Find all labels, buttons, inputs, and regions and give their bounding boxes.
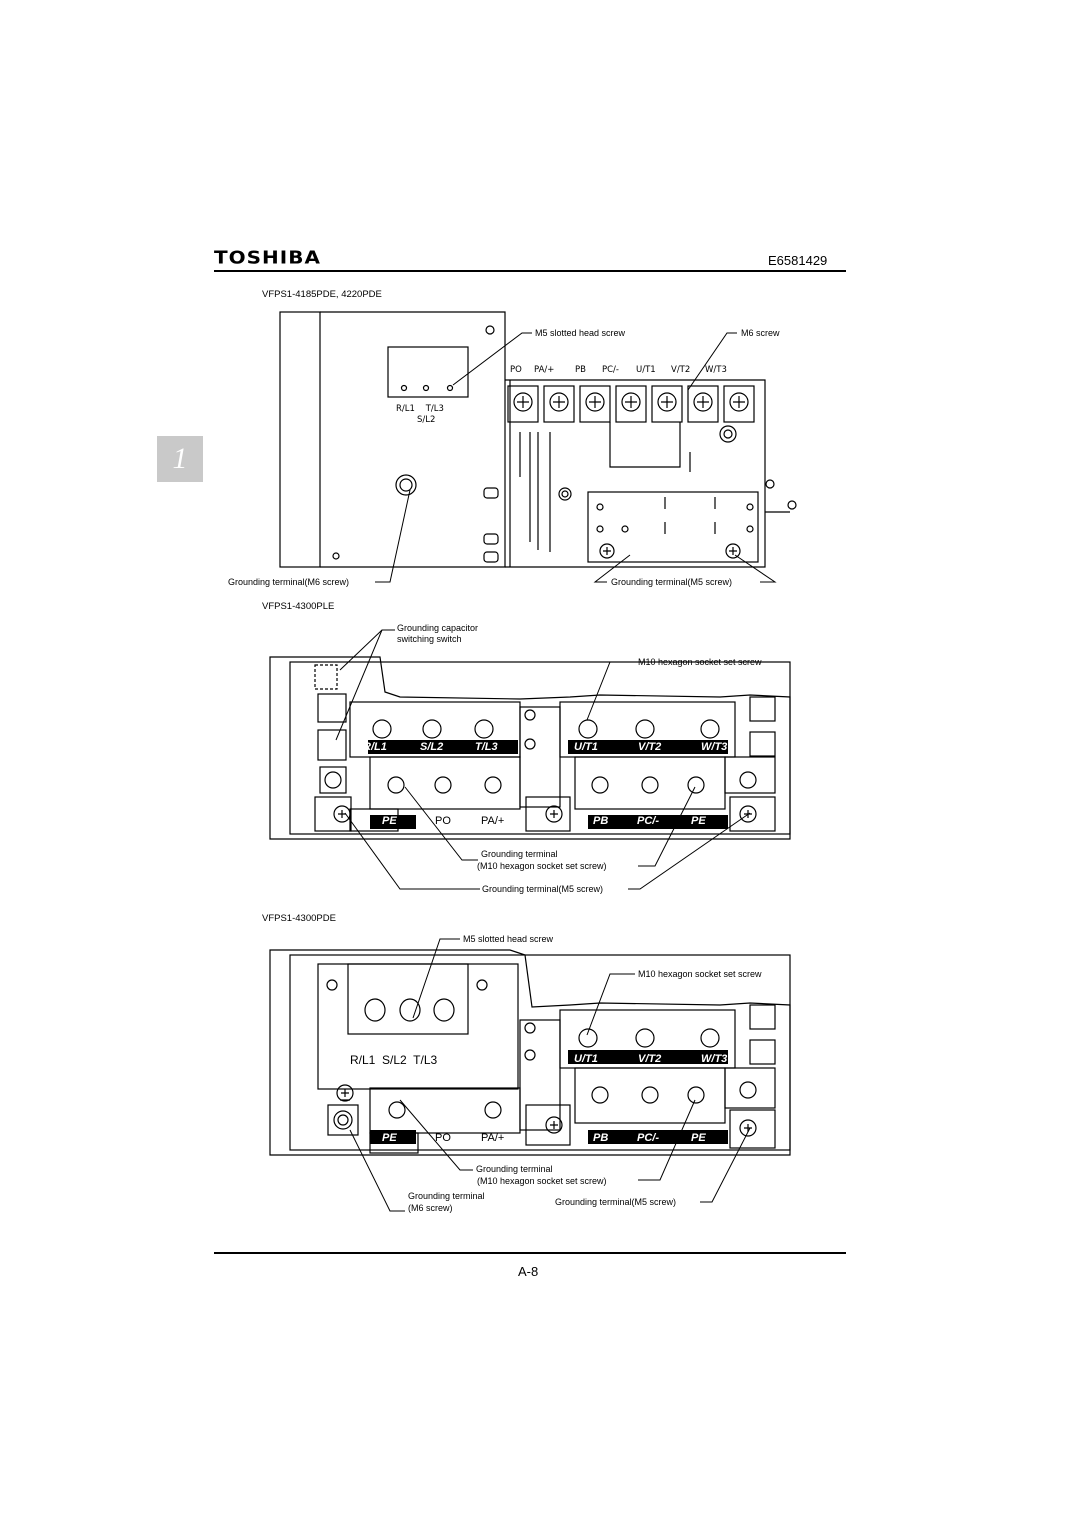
figure1-input-terminals-bottom: S/L2 bbox=[417, 415, 436, 425]
figure2-callout-capacitor-1: Grounding capacitor bbox=[397, 623, 479, 633]
figure1-callout-ground-m5: Grounding terminal(M5 screw) bbox=[611, 577, 733, 587]
figure2-terminal-tl3: T/L3 bbox=[475, 741, 498, 753]
figure3-terminal-pc: PC/- bbox=[637, 1132, 659, 1144]
figure2-terminal-pe-left: PE bbox=[382, 815, 397, 827]
figure1-terminal-po: PO bbox=[510, 365, 522, 375]
figure2-terminal-pe-right: PE bbox=[691, 815, 706, 827]
figure3-terminal-po: PO bbox=[435, 1132, 451, 1144]
figure2-callout-ground-m10-2: (M10 hexagon socket set screw) bbox=[477, 861, 607, 871]
figure2-drawing bbox=[269, 656, 791, 840]
figure2-terminal-rl1: R/L1 bbox=[363, 741, 387, 753]
figure2-terminal-po: PO bbox=[435, 815, 451, 827]
figure3-terminal-vt2: V/T2 bbox=[638, 1053, 662, 1065]
figure1-input-terminals-top: R/L1 T/L3 bbox=[396, 404, 444, 414]
figure3-terminal-ut1: U/T1 bbox=[574, 1053, 598, 1065]
header-rule bbox=[214, 270, 846, 272]
figure2-callout-ground-m5: Grounding terminal(M5 screw) bbox=[482, 884, 604, 894]
chapter-tab: 1 bbox=[157, 436, 203, 482]
footer-rule bbox=[214, 1252, 846, 1254]
figure2-terminal-ut1: U/T1 bbox=[574, 741, 598, 753]
figure1-terminal-pa: PA/+ bbox=[534, 365, 555, 375]
figure3-terminal-pa: PA/+ bbox=[481, 1132, 505, 1144]
figure1-caption: VFPS1-4185PDE, 4220PDE bbox=[262, 289, 382, 300]
figure3-callout-ground-m6-1: Grounding terminal bbox=[408, 1191, 485, 1201]
figure3-terminal-wt3: W/T3 bbox=[701, 1053, 728, 1065]
figure3-callout-ground-m10-1: Grounding terminal bbox=[476, 1164, 553, 1174]
figure2-terminal-vt2: V/T2 bbox=[638, 741, 662, 753]
figure3-callout-ground-m5: Grounding terminal(M5 screw) bbox=[555, 1197, 677, 1207]
figure2-terminal-pa: PA/+ bbox=[481, 815, 505, 827]
page-number: A-8 bbox=[518, 1264, 539, 1279]
figure3-callout-ground-m10-2: (M10 hexagon socket set screw) bbox=[477, 1176, 607, 1186]
figure2-terminal-wt3: W/T3 bbox=[701, 741, 728, 753]
figure2-callout-capacitor-2: switching switch bbox=[397, 634, 462, 644]
figure1-terminal-pc: PC/- bbox=[602, 365, 619, 375]
figure3-caption: VFPS1-4300PDE bbox=[262, 913, 336, 924]
figure2-terminal-sl2: S/L2 bbox=[420, 741, 444, 753]
chapter-number: 1 bbox=[172, 442, 188, 475]
figure1-terminal-vt2: V/T2 bbox=[671, 365, 691, 375]
figure1-callout-m6-screw: M6 screw bbox=[741, 328, 780, 338]
figure2-terminal-pb: PB bbox=[593, 815, 609, 827]
figure1-callout-slotted-screw: M5 slotted head screw bbox=[535, 328, 626, 338]
toshiba-logo: TOSHIBA bbox=[214, 246, 321, 268]
figure3-callout-slotted-screw: M5 slotted head screw bbox=[463, 934, 554, 944]
figure2-callout-ground-m10-1: Grounding terminal bbox=[481, 849, 558, 859]
figure2-terminal-pc: PC/- bbox=[637, 815, 659, 827]
figure3-input-terminals: R/L1 S/L2 T/L3 bbox=[350, 1053, 438, 1067]
figure1-drawing bbox=[279, 311, 797, 568]
figure3-drawing bbox=[269, 949, 791, 1156]
figure1-terminal-wt3: W/T3 bbox=[705, 365, 727, 375]
figure3-terminal-pe-left: PE bbox=[382, 1132, 397, 1144]
figure1-terminal-pb: PB bbox=[575, 365, 586, 375]
figure3-terminal-pe-right: PE bbox=[691, 1132, 706, 1144]
figure1-terminal-ut1: U/T1 bbox=[636, 365, 656, 375]
figure3-terminal-pb: PB bbox=[593, 1132, 609, 1144]
figure2-caption: VFPS1-4300PLE bbox=[262, 601, 335, 612]
figure3-callout-ground-m6-2: (M6 screw) bbox=[408, 1203, 453, 1213]
figure1-callout-ground-m6: Grounding terminal(M6 screw) bbox=[228, 577, 350, 587]
figure3-callout-m10: M10 hexagon socket set screw bbox=[638, 969, 762, 979]
document-number: E6581429 bbox=[768, 253, 828, 268]
